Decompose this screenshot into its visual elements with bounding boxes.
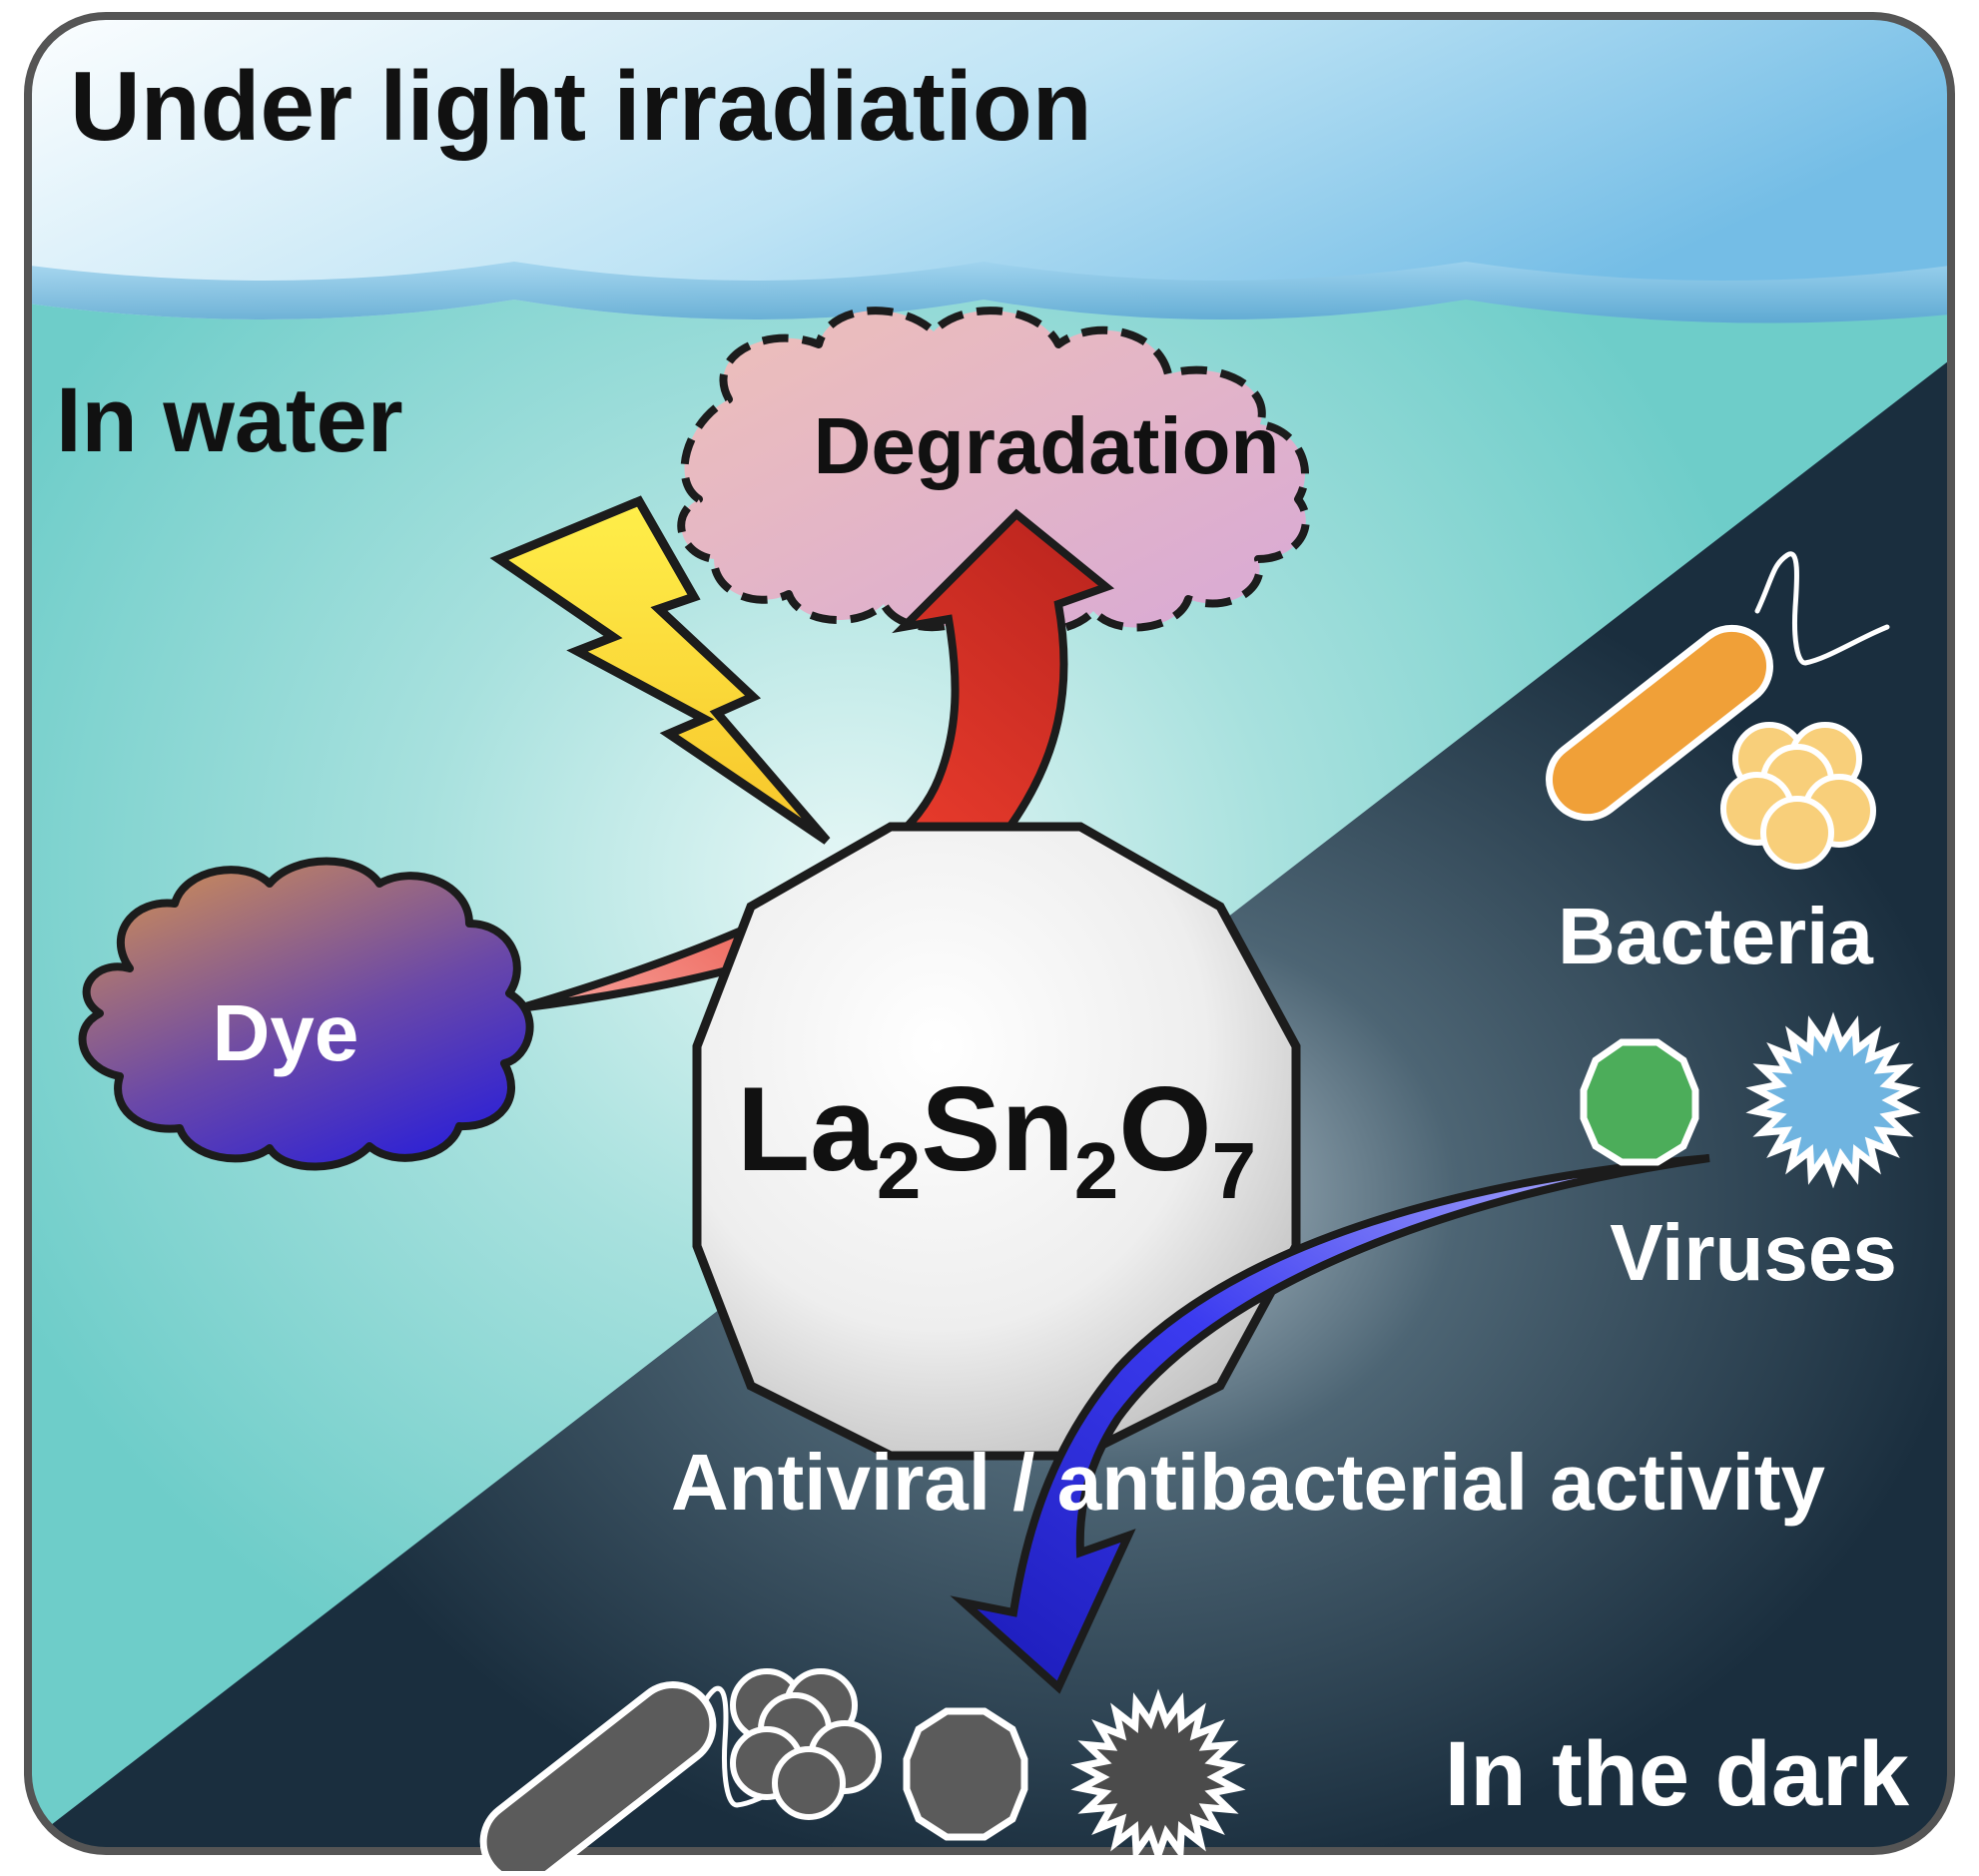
frame-border [24,12,1955,1855]
coccus-cluster-icon [1720,722,1876,870]
sky-cloud-icon [28,16,1951,323]
header-title: Under light irradiation [70,51,1092,161]
flagellum-icon [1754,551,1890,666]
inactive-rod-bacterium-icon [479,1681,717,1876]
dark-label: In the dark [1445,1723,1910,1825]
sky-shadow [28,262,1951,323]
active-bacteria-group: Bacteria [1546,551,1890,980]
formula-o: O [1118,1062,1211,1196]
formula-sub-2b: 2 [1074,1126,1119,1215]
formula-la: La [737,1062,878,1196]
la2sn2o7-particle: La2Sn2O7 [692,822,1301,1461]
active-viruses-group: Viruses [1580,1011,1921,1297]
dye-label: Dye [213,988,359,1077]
formula-sub-2a: 2 [877,1126,922,1215]
inactive-polygon-virus-icon [903,1707,1028,1841]
formula-sn: Sn [921,1062,1073,1196]
water-label: In water [56,369,403,471]
inactive-spiky-virus-icon [1070,1688,1246,1866]
dye-cloud-icon: Dye [78,857,534,1171]
blue-curved-arrow-icon [950,1154,1710,1694]
spiky-virus-icon [1745,1011,1921,1189]
degradation-cloud-icon: Degradation [677,307,1310,636]
formula-label: La2Sn2O7 [737,1062,1256,1215]
bacteria-label: Bacteria [1558,892,1873,980]
lightning-bolt-icon [489,495,831,845]
inactive-microbes-group [479,1668,1246,1876]
rod-bacterium-icon [1546,624,1773,822]
polygon-virus-icon [1580,1038,1699,1166]
formula-sub-7: 7 [1212,1126,1257,1215]
activity-label: Antiviral / antibacterial activity [671,1438,1825,1527]
viruses-label: Viruses [1610,1208,1897,1297]
inactive-coccus-cluster-icon [730,1668,882,1820]
degradation-label: Degradation [814,401,1280,490]
